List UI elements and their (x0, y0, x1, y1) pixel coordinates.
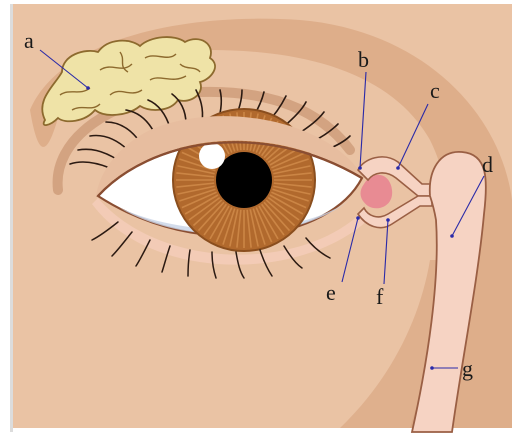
label-a: a (24, 28, 34, 53)
label-d: d (482, 152, 493, 177)
label-g: g (462, 356, 473, 381)
left-frame-edge (10, 4, 13, 432)
label-b: b (358, 47, 369, 72)
label-e: e (326, 280, 336, 305)
label-f: f (376, 284, 384, 309)
label-c: c (430, 78, 440, 103)
pupil (216, 152, 272, 208)
corneal-highlight (199, 143, 225, 169)
